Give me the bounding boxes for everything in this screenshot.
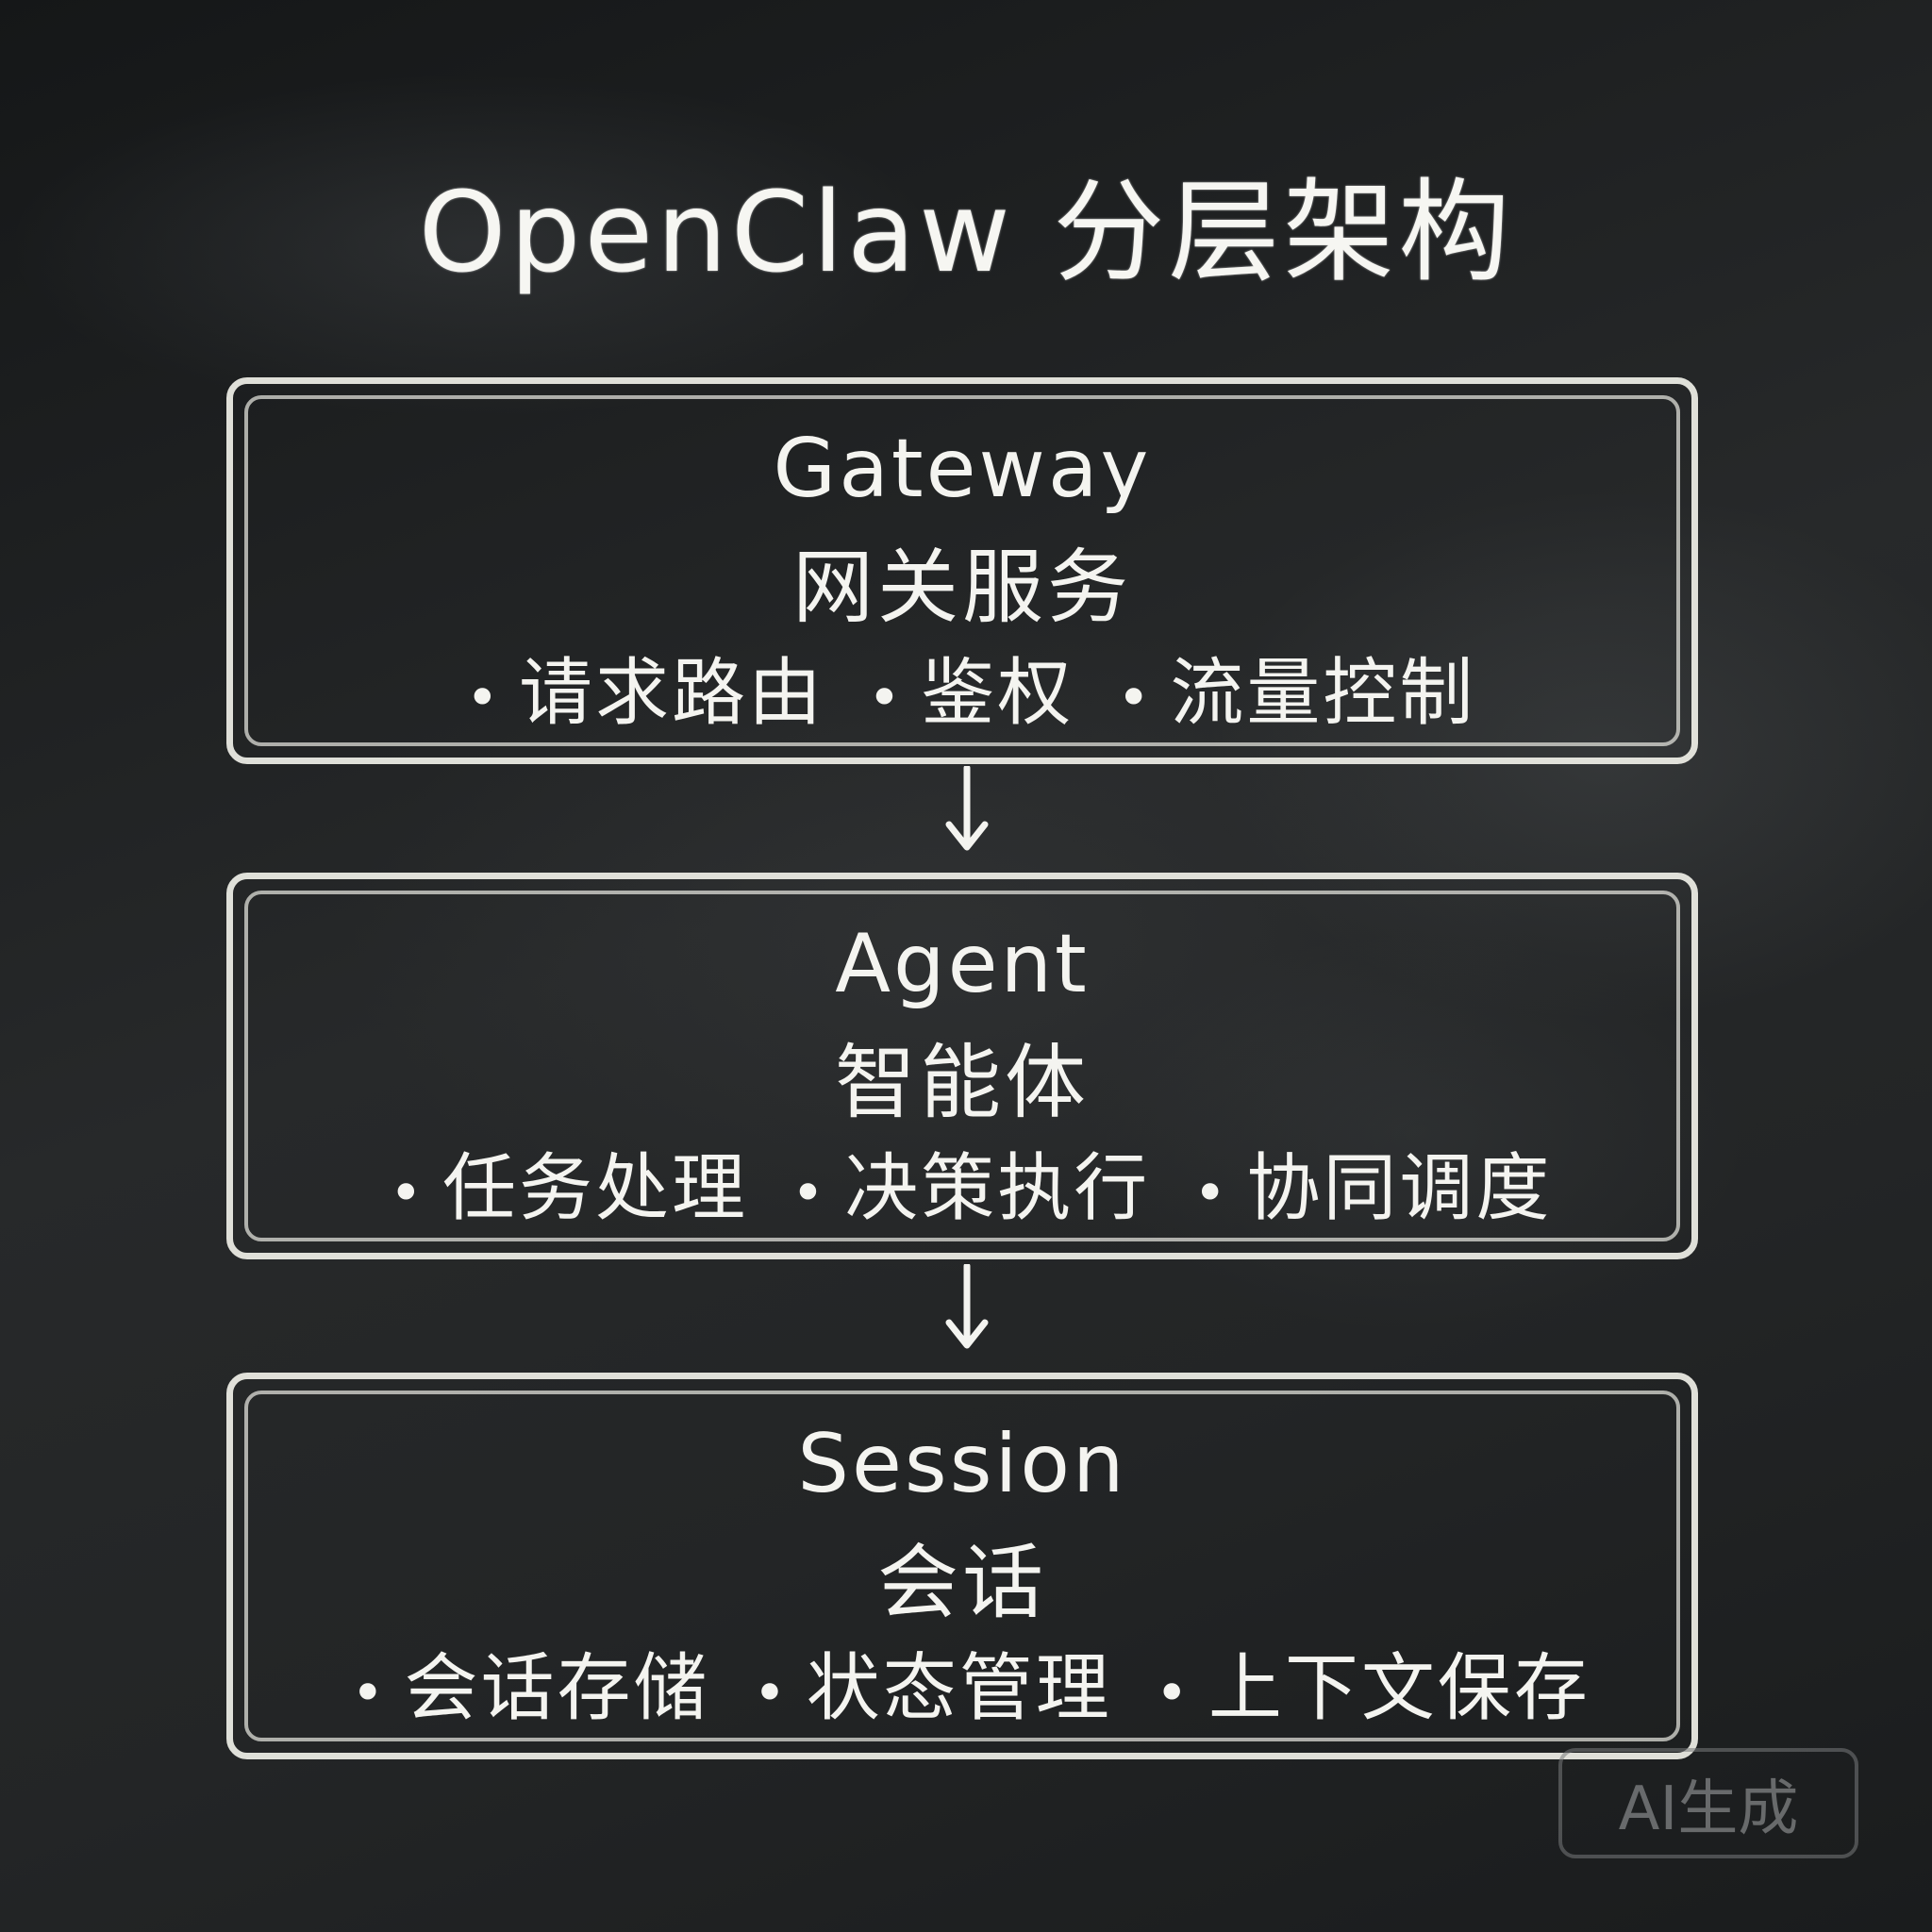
feature-item: •会话存储 [351, 1646, 710, 1731]
layer-features: •会话存储 •状态管理 •上下文保存 [233, 1629, 1691, 1735]
layer-features: •请求路由 •鉴权 •流量控制 [233, 634, 1691, 740]
feature-item: •请求路由 [465, 651, 824, 736]
layer-name-en: Agent [835, 917, 1090, 1011]
bullet-icon: • [351, 1659, 388, 1726]
feature-item: •状态管理 [753, 1646, 1112, 1731]
layer-box-agent: Agent 智能体 •任务处理 •决策执行 •协同调度 [226, 873, 1698, 1259]
layer-name-zh: 网关服务 [792, 541, 1132, 635]
feature-item: •鉴权 [867, 651, 1074, 736]
bullet-icon: • [465, 664, 502, 731]
layer-box-session: Session 会话 •会话存储 •状态管理 •上下文保存 [226, 1373, 1698, 1759]
bullet-icon: • [1155, 1659, 1191, 1726]
feature-item: •协同调度 [1193, 1146, 1553, 1231]
layer-name-en: Session [797, 1417, 1127, 1511]
bullet-icon: • [1117, 664, 1154, 731]
layer-features: •任务处理 •决策执行 •协同调度 [233, 1129, 1691, 1235]
layer-box-gateway: Gateway 网关服务 •请求路由 •鉴权 •流量控制 [226, 377, 1698, 764]
layer-name-zh: 会话 [877, 1536, 1047, 1630]
arrow-down-icon [945, 1264, 989, 1349]
feature-item: •流量控制 [1117, 651, 1476, 736]
bullet-icon: • [753, 1659, 790, 1726]
feature-item: •决策执行 [791, 1146, 1151, 1231]
arrow-down-icon [945, 766, 989, 851]
feature-item: •任务处理 [389, 1146, 748, 1231]
bullet-icon: • [389, 1159, 425, 1226]
feature-item: •上下文保存 [1155, 1646, 1591, 1731]
diagram-title: OpenClaw 分层架构 [418, 167, 1514, 297]
bullet-icon: • [791, 1159, 828, 1226]
layer-name-en: Gateway [773, 422, 1152, 516]
bullet-icon: • [867, 664, 905, 731]
ai-generated-watermark: AI生成 [1558, 1748, 1858, 1858]
bullet-icon: • [1193, 1159, 1230, 1226]
layer-name-zh: 智能体 [835, 1036, 1090, 1130]
